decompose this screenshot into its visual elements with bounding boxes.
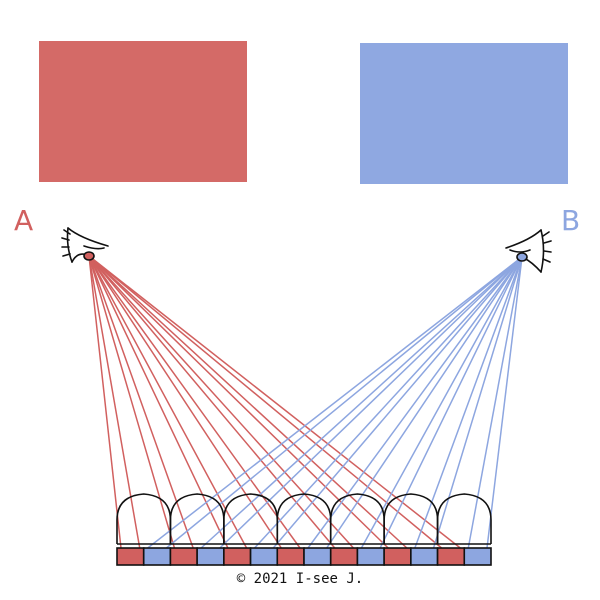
viewer-a-ray xyxy=(88,255,443,549)
viewer-a-eye-icon xyxy=(61,227,109,263)
viewer-b-ray xyxy=(414,256,523,549)
lens-arc xyxy=(383,493,439,544)
viewer-b-ray xyxy=(379,256,523,549)
lenticular-lens-row xyxy=(116,493,492,545)
viewer-a-ray xyxy=(88,255,229,549)
copyright-notice: © 2021 I-see J. xyxy=(236,571,364,587)
viewer-a-ray xyxy=(88,255,354,549)
strip-cell-blue xyxy=(463,547,492,566)
viewer-a-ray xyxy=(88,255,301,549)
viewer-a-label: A xyxy=(14,204,34,237)
lens-arc xyxy=(276,493,332,544)
viewer-a-ray xyxy=(88,255,461,549)
viewer-b-ray xyxy=(307,256,523,549)
viewer-b-ray xyxy=(432,256,523,549)
blue-image-panel xyxy=(360,43,568,184)
viewer-a-sight-lines xyxy=(88,255,461,549)
viewer-b-ray xyxy=(200,256,523,549)
viewer-b-ray xyxy=(360,256,523,549)
viewer-b-ray xyxy=(326,256,523,549)
viewer-a-ray xyxy=(88,255,408,549)
strip-cell-blue xyxy=(142,547,172,566)
viewer-b-ray xyxy=(486,256,523,549)
red-image-panel xyxy=(39,41,247,182)
viewer-a-ray xyxy=(88,255,248,549)
viewer-a-ray xyxy=(88,255,389,549)
viewer-a-ray xyxy=(88,255,122,549)
strip-cell-red xyxy=(276,547,305,566)
lens-arc xyxy=(329,493,385,544)
strip-cell-blue xyxy=(196,547,225,566)
strip-cell-blue xyxy=(303,547,332,566)
lens-arc xyxy=(116,493,172,544)
viewer-a-ray xyxy=(88,255,194,549)
interlaced-image-strip xyxy=(116,547,492,566)
strip-cell-red xyxy=(169,547,198,566)
viewer-b-ray xyxy=(219,256,523,549)
viewer-a-ray xyxy=(88,255,336,549)
viewer-b-label: B xyxy=(561,204,581,237)
lens-arc xyxy=(169,493,225,544)
strip-cell-red xyxy=(329,547,359,566)
strip-cell-blue xyxy=(410,547,439,566)
viewer-b-sight-lines xyxy=(147,256,523,549)
strip-cell-blue xyxy=(356,547,385,566)
viewer-b-ray xyxy=(254,256,523,549)
strip-cell-red xyxy=(223,547,252,566)
lens-arc xyxy=(223,493,279,544)
viewer-b-ray xyxy=(165,256,523,549)
viewer-a-ray xyxy=(88,255,141,549)
strip-cell-red xyxy=(383,547,412,566)
viewer-a-ray xyxy=(88,255,282,549)
viewer-b-eye-icon xyxy=(505,229,552,273)
strip-cell-red xyxy=(436,547,466,566)
viewer-b-ray xyxy=(147,256,523,549)
strip-cell-red xyxy=(116,547,145,566)
lens-arc xyxy=(436,493,492,544)
viewer-b-ray xyxy=(272,256,523,549)
viewer-b-ray xyxy=(467,256,523,549)
strip-cell-blue xyxy=(249,547,279,566)
